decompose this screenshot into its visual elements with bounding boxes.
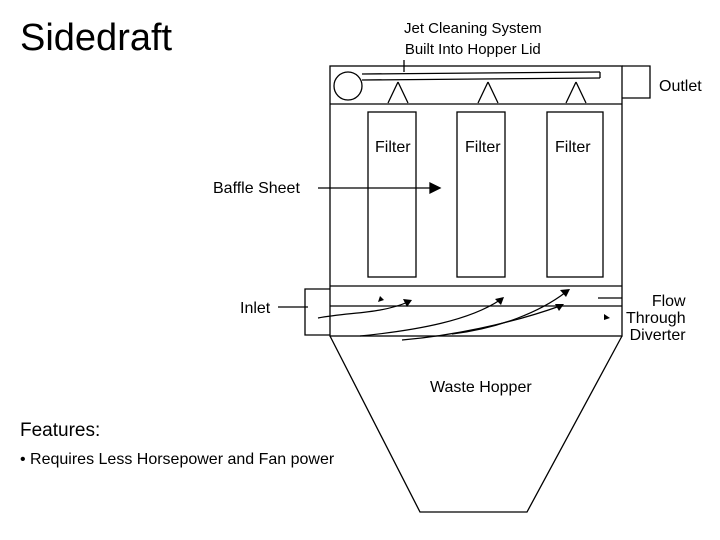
airflow-arrow [359,299,501,337]
airflow-arrow [401,305,561,341]
airflow-arrow [317,301,409,319]
filter-label: Filter [555,139,591,156]
jet-label-line2: Built Into Hopper Lid [404,41,541,58]
waste-hopper [329,335,623,513]
outlet-duct [622,65,651,99]
filter-label: Filter [465,139,501,156]
nozzle [565,81,587,104]
jet-pipe-circle [333,71,363,101]
jet-label-line1: Jet Cleaning System [404,20,542,37]
feature-item: • Requires Less Horsepower and Fan power [20,451,335,468]
jet-cleaning-label: Jet Cleaning System Built Into Hopper Li… [404,18,542,60]
waste-hopper-label: Waste Hopper [430,379,532,396]
filter-label: Filter [375,139,411,156]
baffle-arrow-head [429,181,442,195]
features-heading: Features: [20,420,101,441]
housing-body [329,65,623,337]
nozzle [387,81,409,104]
filter-bag [546,111,604,278]
page-title: Sidedraft [20,17,173,59]
flow-label-line2: Through [626,310,686,327]
filter-bag [367,111,417,278]
filter-bag [456,111,506,278]
inlet-label: Inlet [240,300,271,317]
flow-label-line1: Flow [651,293,686,310]
baffle-sheet-label: Baffle Sheet [213,180,300,197]
flow-diverter-label: Flow Through Diverter [626,293,686,344]
flow-label-line3: Diverter [629,327,686,344]
nozzle [477,81,499,104]
outlet-label: Outlet [659,78,702,95]
airflow-arrow [451,291,567,335]
jet-pipe-bottom [361,77,601,81]
inlet-duct [304,288,330,336]
jet-pipe-top [361,71,601,75]
